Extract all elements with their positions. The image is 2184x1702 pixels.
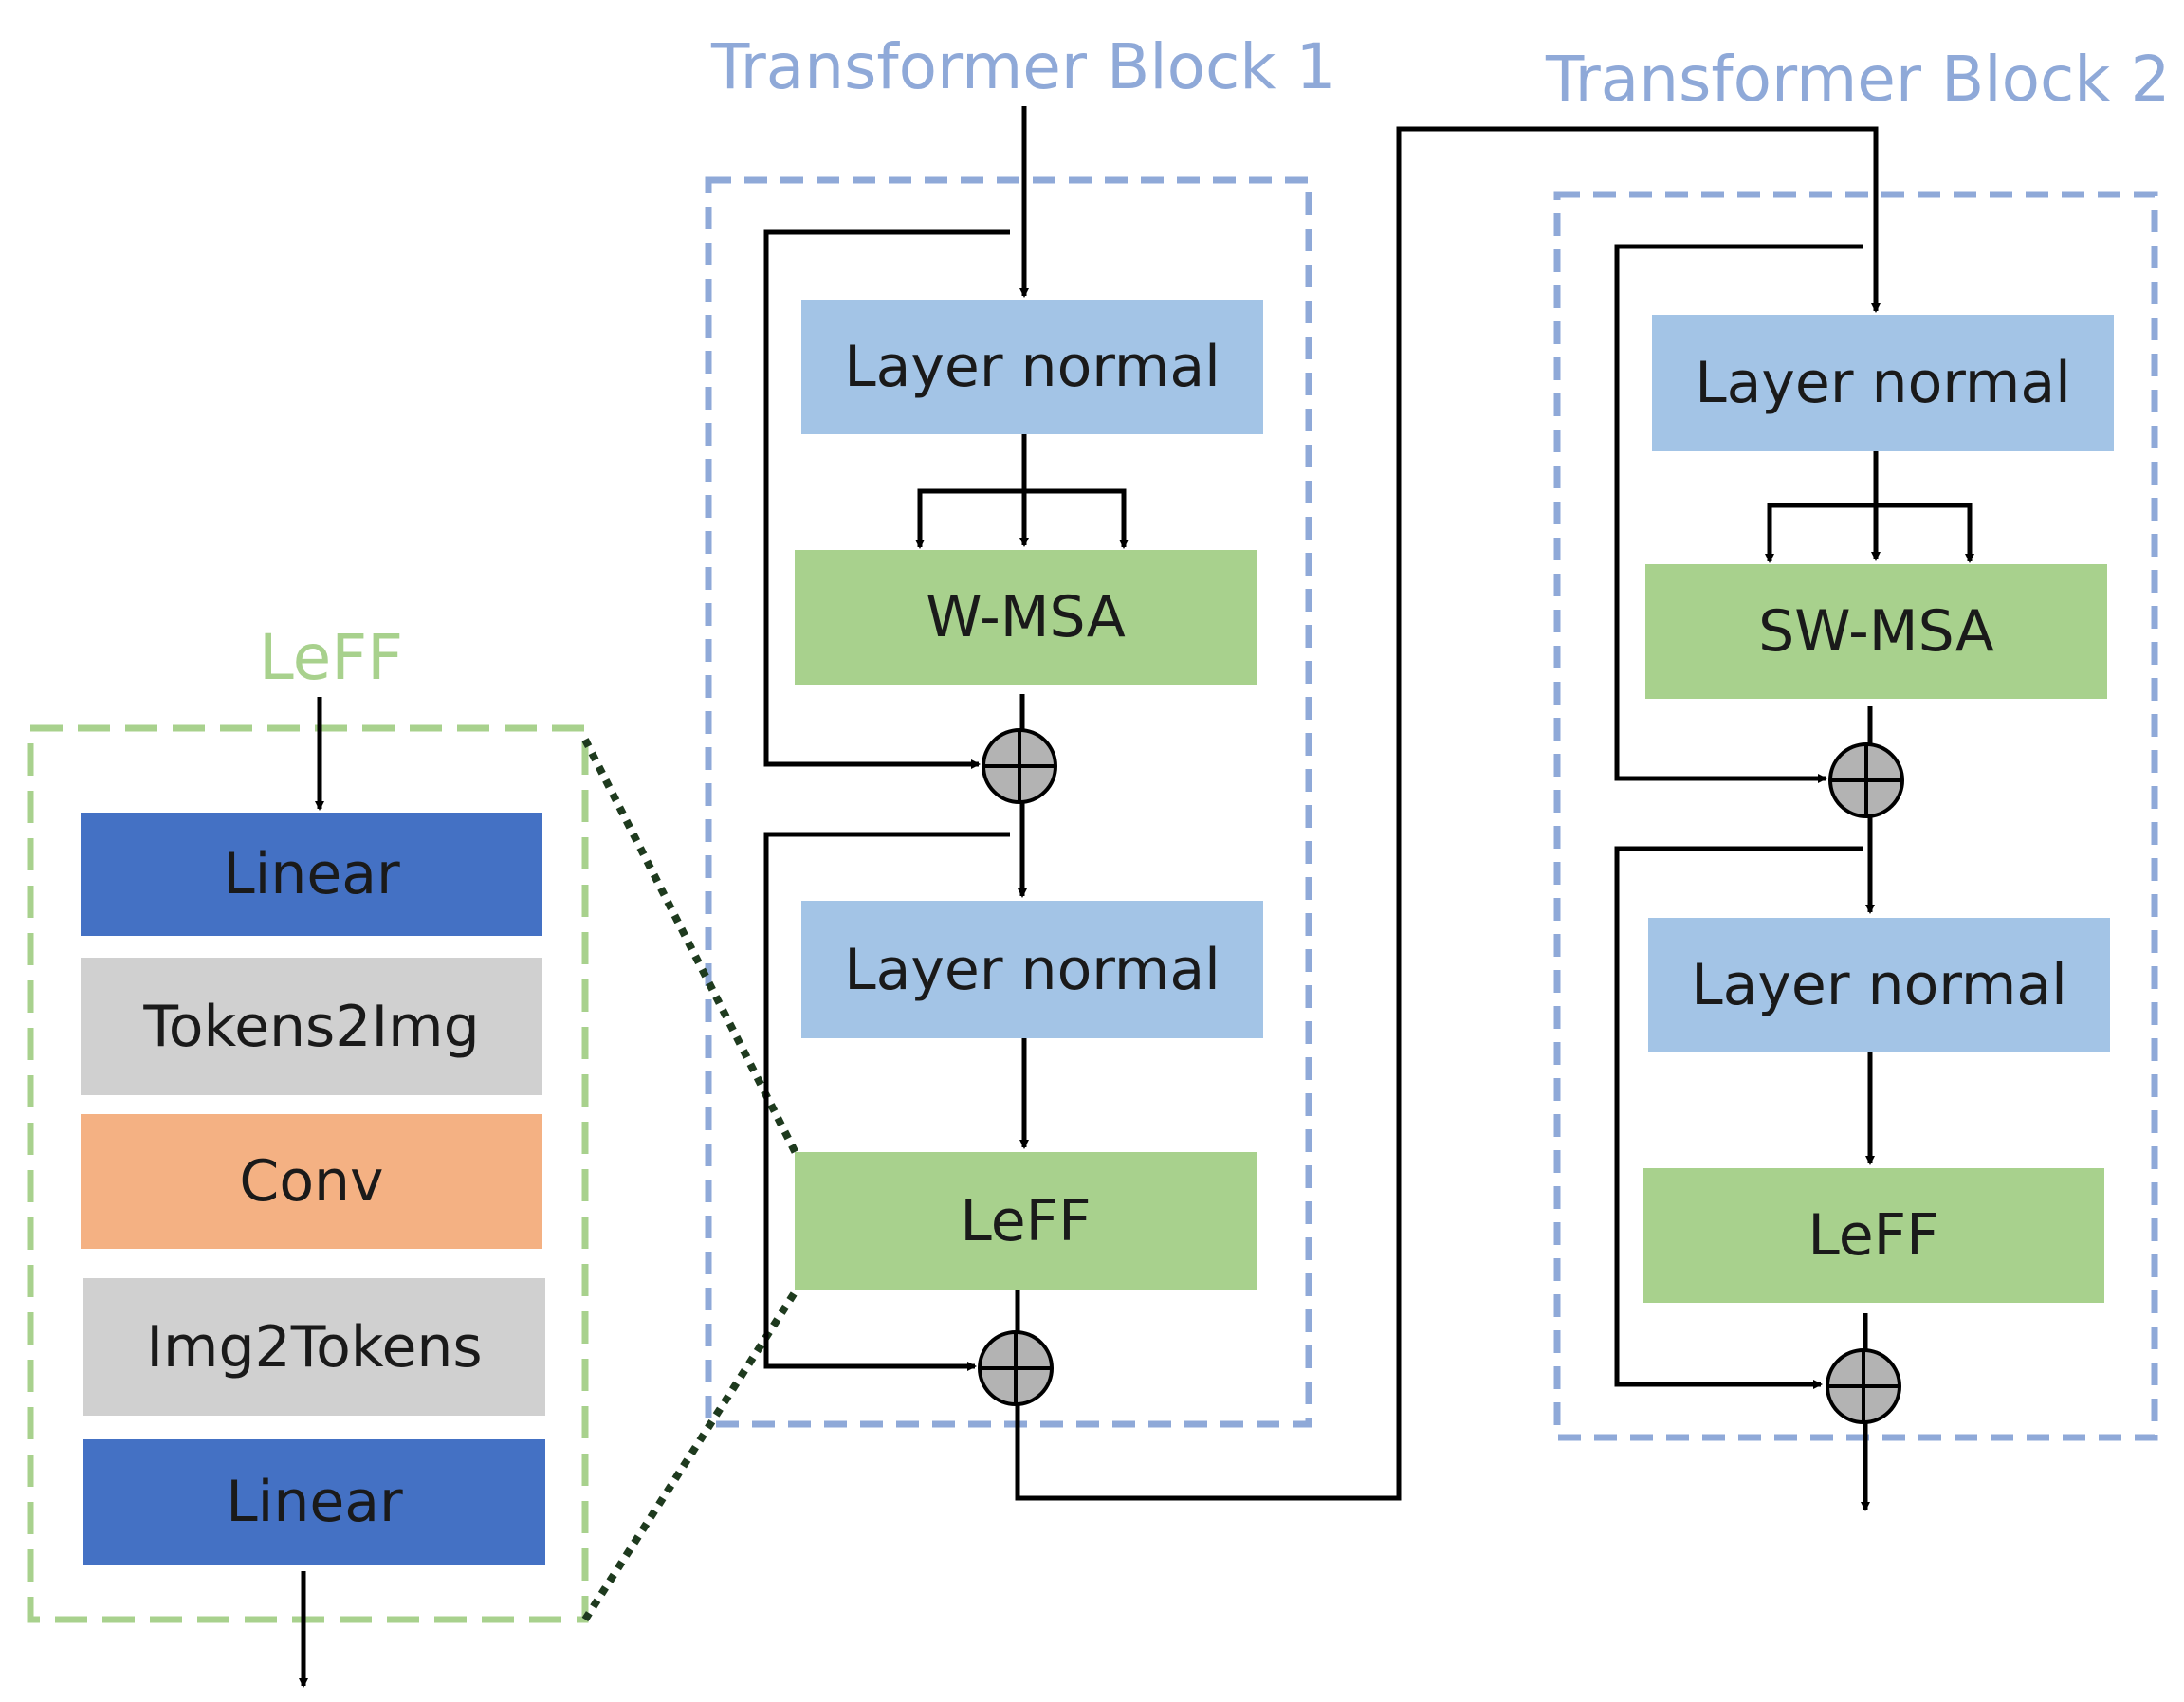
b1-adder-1 <box>982 728 1057 804</box>
b2-sw-msa: SW-MSA <box>1645 564 2107 699</box>
block2-border <box>1553 191 2158 1441</box>
leff-tokens2img: Tokens2Img <box>81 958 542 1095</box>
leff-linear-2: Linear <box>83 1439 545 1565</box>
zoom-line-top <box>581 738 800 1157</box>
b2-layer-norm-1: Layer normal <box>1652 315 2114 451</box>
leff-conv: Conv <box>81 1114 542 1249</box>
b2-adder-2 <box>1826 1348 1901 1424</box>
b1-layer-norm-2: Layer normal <box>801 901 1263 1038</box>
leff-detail-title: LeFF <box>259 621 404 694</box>
block1-border <box>705 176 1312 1428</box>
b2-adder-1 <box>1828 742 1904 818</box>
zoom-line-bottom <box>581 1287 800 1622</box>
b1-ln-branch <box>917 488 1127 545</box>
b1-w-msa: W-MSA <box>795 550 1257 685</box>
b1-layer-norm-1: Layer normal <box>801 300 1263 434</box>
b1-to-b2-connector <box>1015 126 1881 1501</box>
b1-skip-2 <box>763 832 1010 1371</box>
b1-skip-1 <box>763 229 1010 769</box>
leff-img2tokens: Img2Tokens <box>83 1278 545 1416</box>
b2-leff: LeFF <box>1643 1168 2104 1303</box>
b2-skip-2 <box>1614 846 1863 1389</box>
b2-layer-norm-2: Layer normal <box>1648 918 2110 1052</box>
b2-ln-branch <box>1767 503 1973 559</box>
block2-title: Transformer Block 2 <box>1546 43 2171 116</box>
block1-title: Transformer Block 1 <box>711 30 1336 103</box>
leff-linear-1: Linear <box>81 813 542 936</box>
b2-skip-1 <box>1614 244 1863 783</box>
leff-detail-border <box>27 724 589 1623</box>
b1-leff: LeFF <box>795 1152 1257 1290</box>
b1-adder-2 <box>978 1330 1054 1406</box>
